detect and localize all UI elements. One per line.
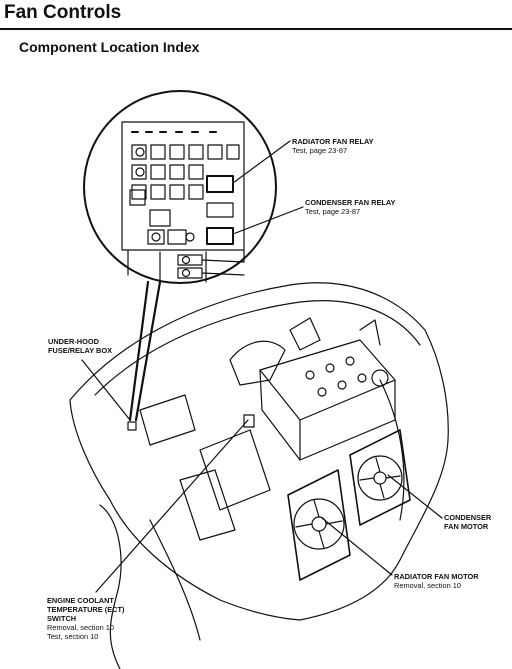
leader-relay-box [81,359,131,421]
radiator-fan-motor-drawing [287,469,351,581]
detail-magnifier [83,90,277,284]
leader-radiator-fan-relay [232,140,291,184]
callout-radiator-fan-motor: RADIATOR FAN MOTOR Removal, section 10 [394,572,479,590]
condenser-fan-relay [206,227,234,245]
vehicle-outline [69,282,449,669]
callout-ect-switch: ENGINE COOLANT TEMPERATURE (ECT) SWITCH … [47,596,125,641]
engine-assembly [127,317,396,541]
condenser-fan-motor-drawing [349,429,411,526]
leader-condenser-fan-relay [232,206,304,235]
leader-radiator-fan-motor [321,517,393,576]
relay-box-detail [121,121,245,283]
page-title: Fan Controls [4,2,122,23]
callout-condenser-fan-motor: CONDENSER FAN MOTOR [444,513,492,531]
magnifier-pointer [128,280,162,422]
leader-condenser-fan-motor [387,474,443,519]
radiator-fan-relay [206,175,234,193]
title-rule [0,28,512,30]
callout-relay-box: UNDER-HOOD FUSE/RELAY BOX [48,337,113,355]
callout-condenser-fan-relay: CONDENSER FAN RELAY Test, page 23-87 [305,198,396,216]
section-subtitle: Component Location Index [19,39,200,55]
callout-radiator-fan-relay: RADIATOR FAN RELAY Test, page 23-87 [292,137,374,155]
